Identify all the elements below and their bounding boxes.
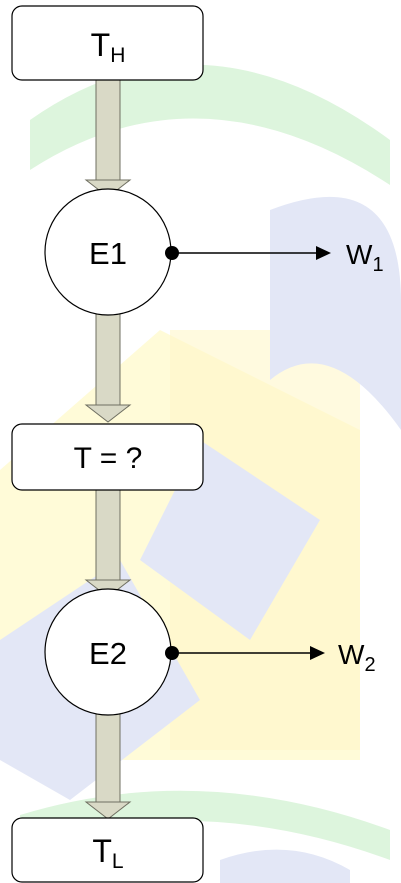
arrowhead-icon [310,646,325,660]
arrowhead-icon [316,246,331,260]
flow-arrow-e1-to-tmid [84,309,132,423]
node-tl: TL [11,817,204,883]
node-e1: E1 [44,188,172,316]
node-th: TH [11,5,204,81]
node-t-mid: T = ? [11,423,204,491]
output-w1-label: W1 [346,239,384,276]
output-w1: W1 [165,239,384,276]
node-t-mid-label: T = ? [74,442,143,475]
node-tl-label: TL [92,833,123,873]
node-th-label: TH [91,27,126,67]
output-w2-label: W2 [338,639,376,676]
flow-arrow-tmid-to-e2 [84,489,132,598]
node-e2-label: E2 [89,636,127,671]
output-w2: W2 [165,639,376,676]
flow-arrow-e2-to-tl [84,709,132,820]
node-e2: E2 [44,588,172,716]
node-e1-label: E1 [89,236,127,271]
